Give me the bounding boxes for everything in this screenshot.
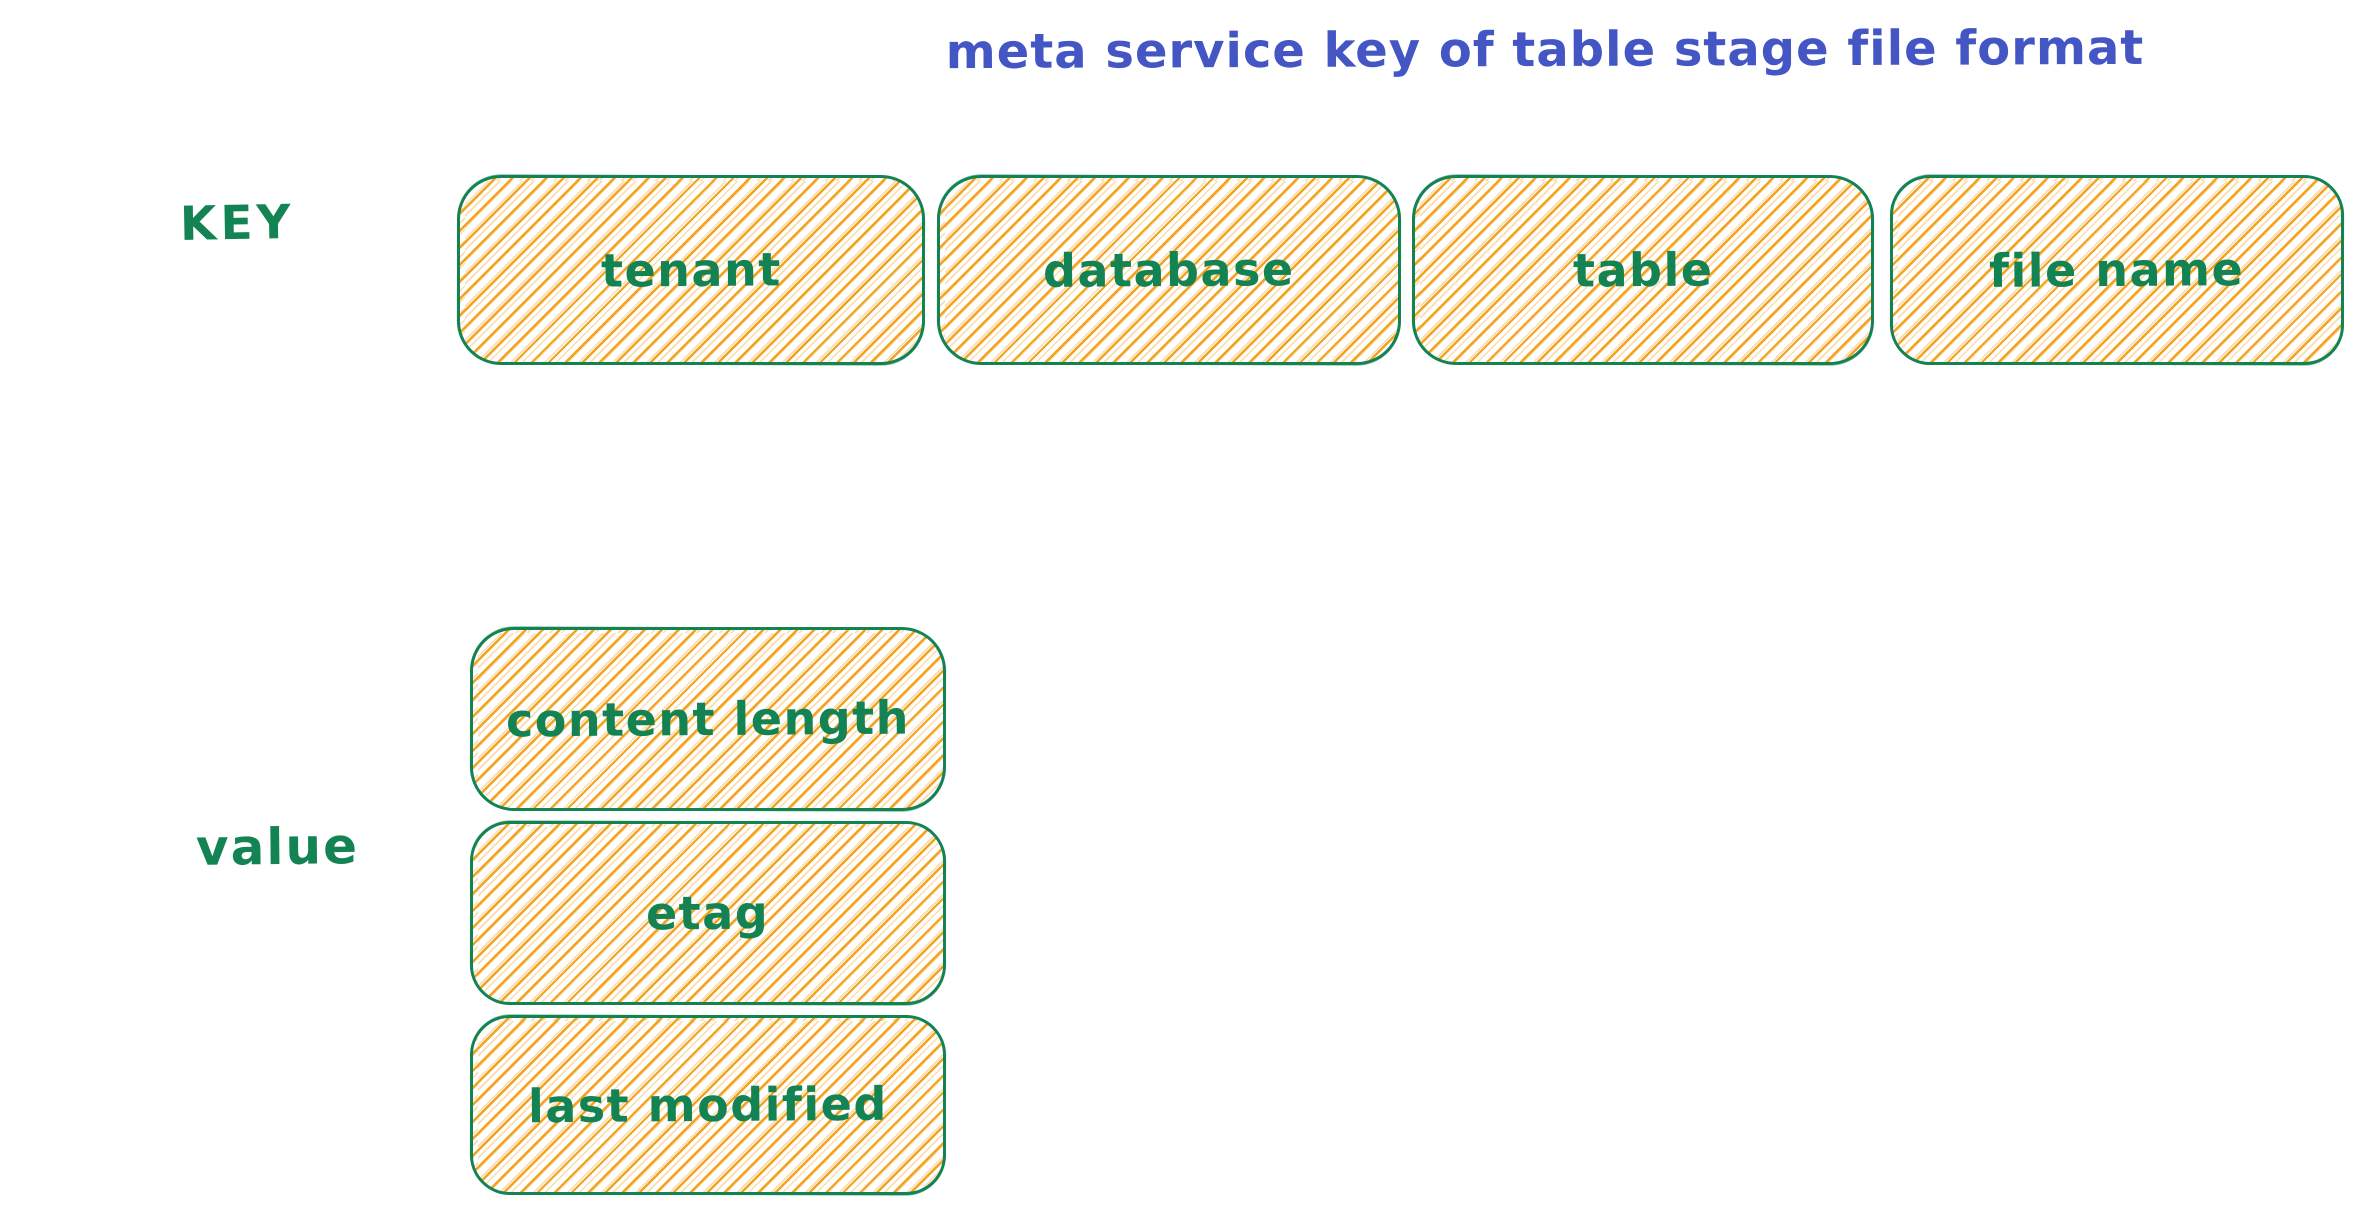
value-box-etag-label: etag: [646, 885, 770, 941]
key-box-tenant: tenant: [457, 175, 925, 365]
value-box-etag: etag: [470, 821, 946, 1005]
value-box-content-length-label: content length: [505, 690, 911, 748]
key-row-label: KEY: [179, 195, 296, 252]
diagram-title: meta service key of table stage file for…: [945, 19, 2145, 81]
key-box-table-label: table: [1572, 242, 1714, 298]
key-box-file-name-label: file name: [1989, 242, 2245, 298]
key-box-database: database: [937, 175, 1401, 365]
key-box-file-name: file name: [1890, 175, 2344, 365]
value-box-last-modified: last modified: [470, 1015, 946, 1195]
value-box-last-modified-label: last modified: [527, 1076, 889, 1134]
key-box-tenant-label: tenant: [600, 242, 782, 298]
value-column-label: value: [195, 817, 360, 877]
key-box-database-label: database: [1043, 242, 1295, 298]
value-box-content-length: content length: [470, 627, 946, 811]
key-box-table: table: [1412, 175, 1874, 365]
